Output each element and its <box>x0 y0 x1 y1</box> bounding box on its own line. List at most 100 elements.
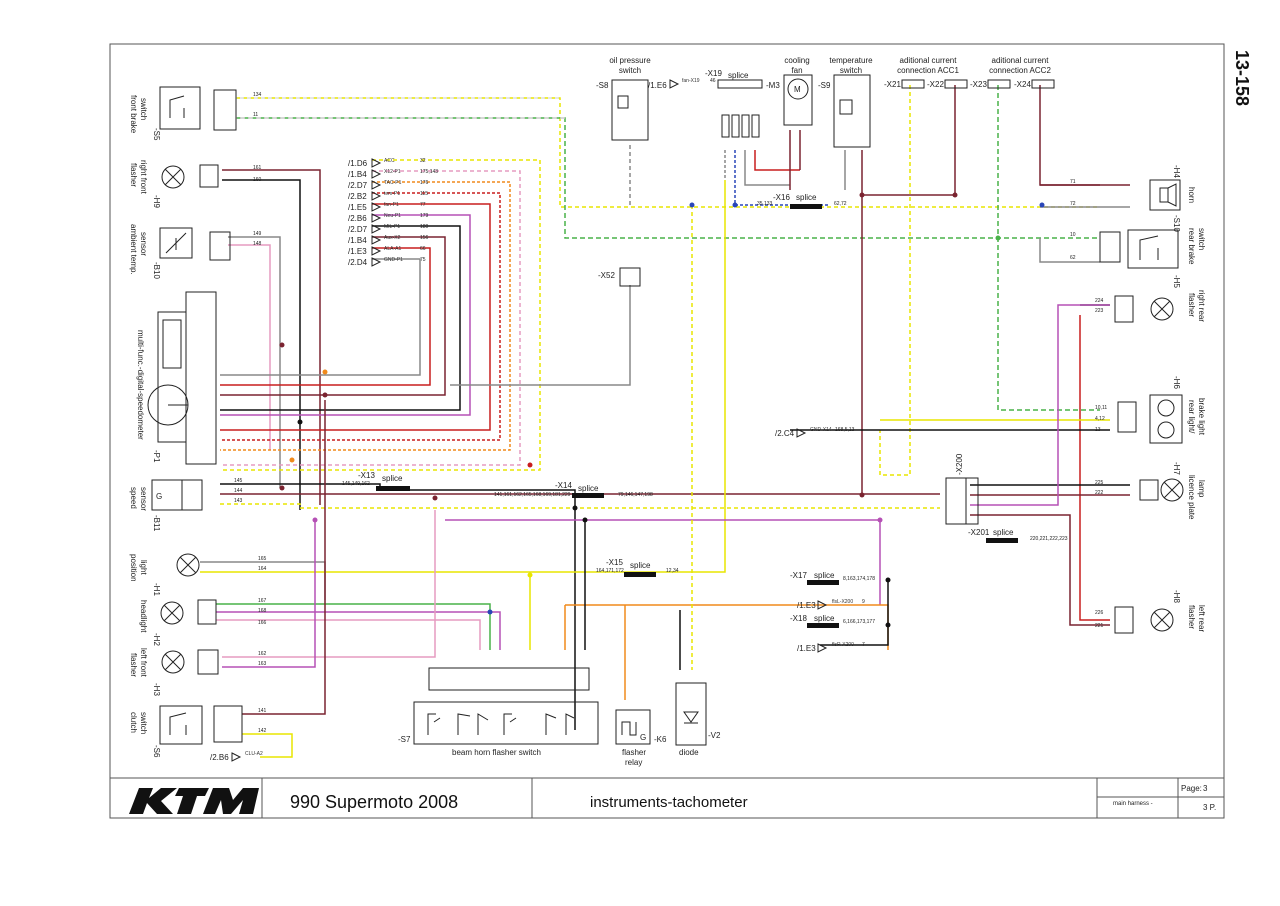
h3-ref: -H3 <box>152 683 161 696</box>
component-acc1: aditional current connection ACC1 -X21 -… <box>884 56 968 89</box>
ref-gnd-x14: /2.C4 GND-X14 168,5,13 <box>775 427 855 438</box>
reference-signal: MIL-P1 <box>384 224 400 230</box>
h1-wire-a: 165 <box>258 556 267 562</box>
reference-wire: 156 <box>420 235 429 241</box>
h7-wire-b: 222 <box>1095 490 1104 496</box>
s9-ref: -S9 <box>818 81 831 90</box>
acc1-name1: aditional current <box>900 56 958 65</box>
x16-wires-right: 62,72 <box>834 201 847 207</box>
wire-180 <box>220 225 461 411</box>
reference-wire: 179 <box>420 213 429 219</box>
component-p1-speedometer: multi-func.-digital-speedometer -P1 <box>136 291 217 465</box>
x18-label: -X18 <box>790 614 807 623</box>
s8-name1: oil pressure <box>609 56 651 65</box>
p1-name1: multi-func.-digital-speedometer <box>136 330 145 440</box>
ref-2b6-sig: CLU-A2 <box>245 751 263 757</box>
h2-ref: -H2 <box>152 633 161 646</box>
s10-ref: -S10 <box>1172 215 1181 232</box>
x17-wires: 8,163,174,178 <box>843 576 875 582</box>
reference-wire: 180 <box>420 224 429 230</box>
splice-x17: -X17 splice 8,163,174,178 <box>790 571 875 585</box>
k6-name1: flasher <box>622 748 646 757</box>
reference-arrow <box>371 180 382 190</box>
b10-name2: sensor <box>139 232 148 256</box>
ref-1e3b: /1.E3 <box>797 644 816 653</box>
component-m3-cooling-fan: M cooling fan -M3 <box>766 56 813 126</box>
wire-112 <box>450 285 631 386</box>
page-label: Page: <box>1181 784 1202 793</box>
junctions <box>279 192 1045 628</box>
x15-wires-right: 12,34 <box>666 568 679 574</box>
s10-wire-b: 62 <box>1070 255 1076 261</box>
wire-134 <box>236 97 1100 208</box>
reference-signal: tem-P1 <box>384 191 400 197</box>
h3-name1: flasher <box>129 653 138 677</box>
h9-ref: -H9 <box>152 195 161 208</box>
component-h6-rear-brake-light: rear light/ brake light -H6 10,11 4,12 1… <box>1095 376 1206 444</box>
s10-name2: switch <box>1197 228 1206 250</box>
b11-ref: -B11 <box>152 515 161 532</box>
splice-x16: -X16 splice 35,133 62,72 <box>757 193 847 209</box>
x16-label: -X16 <box>773 193 790 202</box>
ref-1e3b-sig: flsR-X200 <box>832 642 854 648</box>
wire-acc <box>220 159 541 471</box>
p1-ref: -P1 <box>152 450 161 463</box>
ref-clu-a2: /2.B6 CLU-A2 <box>210 751 263 762</box>
s6-name1: clutch <box>129 712 138 733</box>
x18-splice: splice <box>814 614 835 623</box>
x19-label: -X19 <box>705 69 722 78</box>
ref-flsl-x200: /1.E3 flsL-X200 9 <box>797 599 865 610</box>
wire-142 <box>242 733 293 758</box>
b11-wire-b: 144 <box>234 488 243 494</box>
s6-name2: switch <box>139 712 148 734</box>
reference-signal: GND-P1 <box>384 257 403 263</box>
x13-wires: 145,149,162 <box>342 481 370 487</box>
s8-name2: switch <box>619 66 641 75</box>
x14-wires-right: 79,146,147,198 <box>618 492 653 498</box>
sheet-number: 13-158 <box>1232 50 1252 106</box>
acc1-name2: connection ACC1 <box>897 66 959 75</box>
s9-name2: switch <box>840 66 862 75</box>
x14-wires-left: 141,161,162,165,168,169,181,229 <box>494 492 571 498</box>
h5-wire-a: 224 <box>1095 298 1104 304</box>
harness-label: main harness - <box>1113 801 1153 807</box>
component-h4-horn: horn -H4 71 72 <box>1070 165 1196 211</box>
wire-115 <box>220 192 501 441</box>
wire-36 <box>744 150 790 186</box>
s9-name1: temperature <box>829 56 873 65</box>
h5-wire-b: 223 <box>1095 308 1104 314</box>
h9-wire-b: 160 <box>253 177 262 183</box>
x201-label: -X201 <box>968 528 990 537</box>
reference-wire: 77 <box>420 202 426 208</box>
ref-1e3a: /1.E3 <box>797 601 816 610</box>
x13-label: -X13 <box>358 471 375 480</box>
wire-149 <box>228 236 281 488</box>
s6-ref: -S6 <box>152 745 161 758</box>
x23-label: -X23 <box>970 80 987 89</box>
x52-label: -X52 <box>598 271 615 280</box>
ref-2c4: /2.C4 <box>775 429 795 438</box>
reference-arrow <box>371 158 382 168</box>
component-s10-rear-brake-switch: rear brake switch -S10 10 62 <box>1070 215 1206 269</box>
component-s7-beam-horn-flasher-switch: beam horn flasher switch -S7 <box>398 667 599 757</box>
wire-acc1 <box>879 85 911 476</box>
wire-168 <box>216 611 501 650</box>
x18-wires: 6,166,173,177 <box>843 619 875 625</box>
s5-ref: -S5 <box>152 128 161 141</box>
h5-name1: flasher <box>1187 293 1196 317</box>
h1-wire-b: 164 <box>258 566 267 572</box>
wire-175 <box>220 170 521 466</box>
reference-wire: 115 <box>420 191 428 197</box>
component-h7-licence-plate-lamp: licence plate lamp -H7 225 222 <box>1095 462 1206 520</box>
m3-name1: cooling <box>784 56 809 65</box>
h4-wire-a: 71 <box>1070 179 1076 185</box>
wire-141 <box>242 400 326 715</box>
ref-1e3a-sig: flsL-X200 <box>832 599 853 605</box>
x15-splice: splice <box>630 561 651 570</box>
x17-label: -X17 <box>790 571 807 580</box>
b11-name2: sensor <box>139 487 148 511</box>
section-title: instruments-tachometer <box>590 794 748 811</box>
acc2-name2: connection ACC2 <box>989 66 1051 75</box>
